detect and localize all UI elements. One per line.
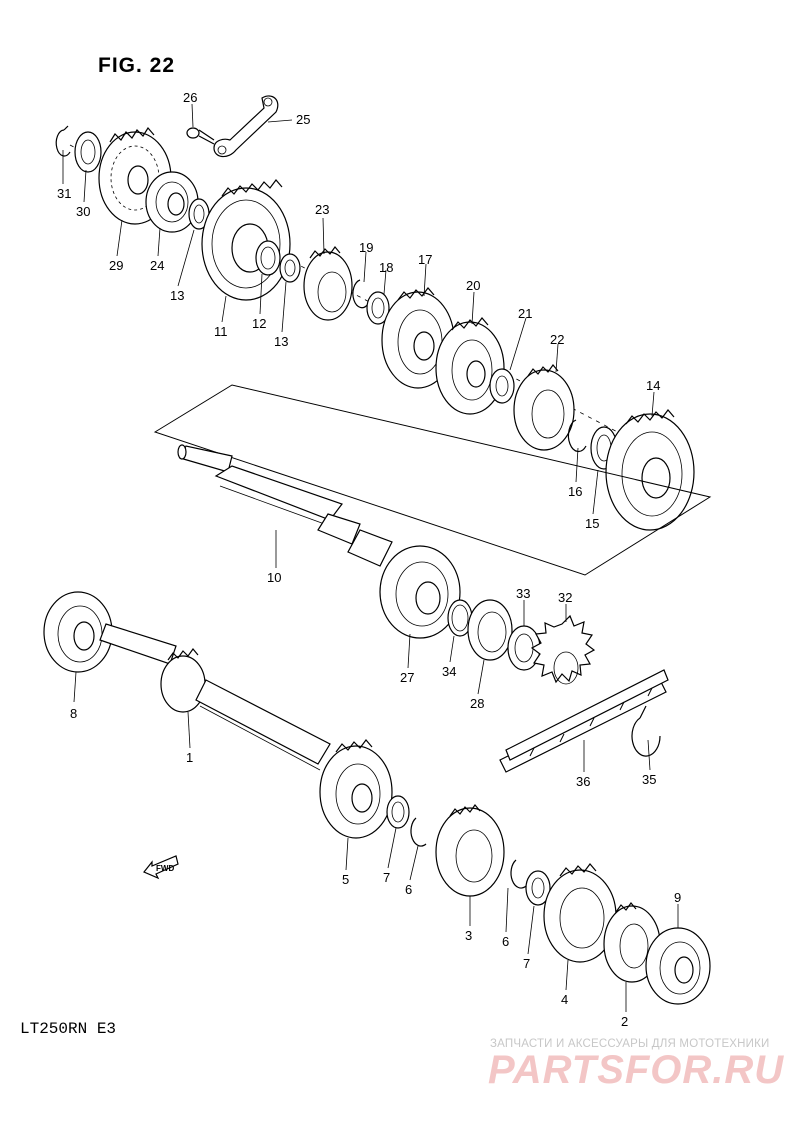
countershaft-panel-outline xyxy=(153,384,712,576)
part-22-gear xyxy=(513,364,575,451)
part-31-circlip xyxy=(55,125,71,157)
model-code: LT250RN E3 xyxy=(20,1020,117,1038)
callout-19: 19 xyxy=(359,240,373,255)
part-25-retainer-plate xyxy=(213,95,279,158)
callout-18: 18 xyxy=(379,260,393,275)
callout-26: 26 xyxy=(183,90,197,105)
callout-13-a: 13 xyxy=(170,288,184,303)
part-35-chain-clip xyxy=(631,705,661,757)
callout-15: 15 xyxy=(585,516,599,531)
callout-numbers: 31 30 29 24 13 11 12 13 23 19 18 17 20 2… xyxy=(57,90,681,1029)
callout-9: 9 xyxy=(674,890,681,905)
callout-30: 30 xyxy=(76,204,90,219)
callout-4: 4 xyxy=(561,992,568,1007)
part-13-washer-lower xyxy=(279,253,301,283)
callout-8: 8 xyxy=(70,706,77,721)
callout-7-a: 7 xyxy=(383,870,390,885)
part-18-washer xyxy=(366,291,390,325)
callout-27: 27 xyxy=(400,670,414,685)
part-1-mainshaft xyxy=(99,623,331,771)
part-6-circlip-upper xyxy=(410,817,427,847)
callout-21: 21 xyxy=(518,306,532,321)
part-20-gear xyxy=(435,317,505,415)
callout-11: 11 xyxy=(214,324,228,339)
part-32-sprocket xyxy=(530,614,596,685)
callout-13-b: 13 xyxy=(274,334,288,349)
part-5-gear xyxy=(319,739,393,839)
callout-28: 28 xyxy=(470,696,484,711)
callout-31: 31 xyxy=(57,186,71,201)
callout-22: 22 xyxy=(550,332,564,347)
part-14-gear xyxy=(605,409,695,531)
part-7-washer-upper xyxy=(386,795,410,829)
callout-3: 3 xyxy=(465,928,472,943)
callout-6-b: 6 xyxy=(502,934,509,949)
part-8-bearing xyxy=(43,591,113,673)
part-23-gear xyxy=(303,246,353,321)
part-16-circlip xyxy=(567,419,587,453)
callout-35: 35 xyxy=(642,772,656,787)
part-21-washer xyxy=(489,368,515,404)
part-24-bearing xyxy=(145,171,199,233)
part-6-circlip-lower xyxy=(510,859,527,889)
callout-2: 2 xyxy=(621,1014,628,1029)
callout-5: 5 xyxy=(342,872,349,887)
part-19-circlip xyxy=(352,279,369,309)
callout-16: 16 xyxy=(568,484,582,499)
callout-10: 10 xyxy=(267,570,281,585)
callout-20: 20 xyxy=(466,278,480,293)
callout-17: 17 xyxy=(418,252,432,267)
part-28-oil-seal xyxy=(467,599,513,661)
part-11-gear xyxy=(201,179,291,301)
part-7-washer-lower xyxy=(525,870,551,906)
callout-12: 12 xyxy=(252,316,266,331)
fwd-arrow-icon: FWD xyxy=(143,855,179,880)
callout-25: 25 xyxy=(296,112,310,127)
callout-36: 36 xyxy=(576,774,590,789)
callout-14: 14 xyxy=(646,378,660,393)
figure-title: FIG. 22 xyxy=(98,54,176,77)
part-27-bearing xyxy=(379,545,461,639)
leader-lines xyxy=(62,103,679,1012)
callout-1: 1 xyxy=(186,750,193,765)
callout-6-a: 6 xyxy=(405,882,412,897)
watermark-brand: PARTSFOR.RU xyxy=(488,1048,785,1092)
part-36-drive-chain xyxy=(499,669,669,773)
part-10-countershaft xyxy=(177,444,393,567)
callout-34: 34 xyxy=(442,664,456,679)
part-3-gear xyxy=(435,804,505,897)
watermark-tagline: ЗАПЧАСТИ И АКСЕССУАРЫ ДЛЯ МОТОТЕХНИКИ xyxy=(490,1038,770,1050)
part-9-bearing xyxy=(645,927,711,1005)
fwd-label: FWD xyxy=(156,864,174,873)
callout-32: 32 xyxy=(558,590,572,605)
callout-33: 33 xyxy=(516,586,530,601)
callout-23: 23 xyxy=(315,202,329,217)
callout-24: 24 xyxy=(150,258,164,273)
part-12-needle-bearing xyxy=(255,240,281,276)
callout-29: 29 xyxy=(109,258,123,273)
callout-7-b: 7 xyxy=(523,956,530,971)
part-30-washer xyxy=(74,131,102,173)
part-26-bolt xyxy=(186,127,215,145)
